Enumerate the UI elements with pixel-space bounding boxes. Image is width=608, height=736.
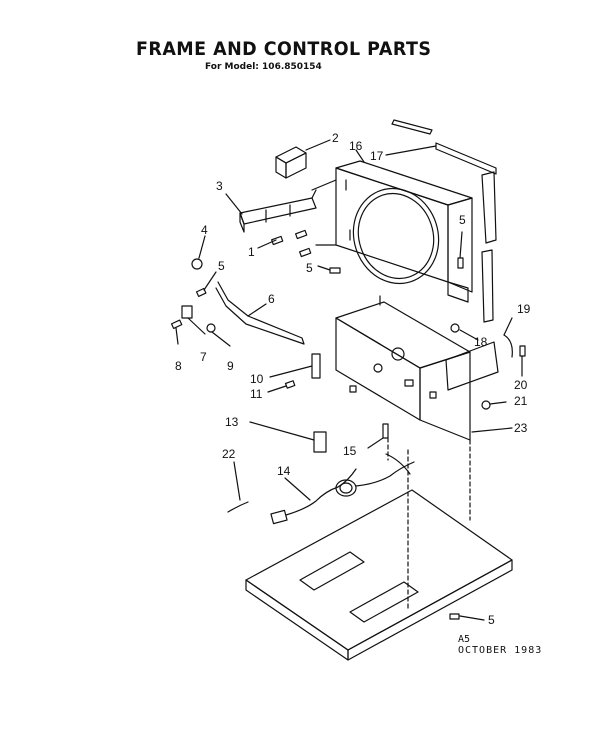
footer-date: OCTOBER 1983 [458,645,543,656]
callout-6: 6 [268,292,275,306]
callout-7: 7 [200,350,207,364]
base-pan [245,489,513,661]
model-subtitle: For Model: 106.850154 [205,62,322,72]
callout-20: 20 [514,378,528,392]
leader-lines [175,139,523,621]
callout-19: 19 [517,302,531,316]
page-title: FRAME AND CONTROL PARTS [136,38,432,60]
callout-labels: 2 3 4 1 5 5 6 8 7 9 10 11 13 15 16 17 5 … [175,131,531,627]
callout-14: 14 [277,464,291,478]
callout-5b: 5 [306,261,313,275]
callout-3: 3 [216,179,223,193]
callout-15: 15 [343,444,357,458]
callout-5c: 5 [459,213,466,227]
callout-16: 16 [349,139,363,153]
callout-5a: 5 [218,259,225,273]
part-23-control-chassis [335,295,499,441]
callout-21: 21 [514,394,528,408]
part-14-power-cord [270,453,415,525]
callout-18: 18 [474,335,488,349]
callout-1: 1 [248,245,255,259]
part-15-screw [382,423,389,439]
callout-23: 23 [514,421,528,435]
part-5-base-screw [449,613,460,620]
part-16-fan-shroud [311,160,473,303]
footer-code: A5 [458,634,471,645]
fasteners-group [170,229,464,333]
callout-11: 11 [250,387,263,401]
callout-10: 10 [250,372,264,386]
callout-13: 13 [225,415,239,429]
alignment-lines [387,437,471,611]
callout-9: 9 [227,359,234,373]
part-6-support-bracket [215,281,305,345]
part-17-insulation-strips [391,119,497,323]
part-22-wire [227,501,249,513]
callout-17: 17 [370,149,384,163]
part-2-bracket [275,146,307,179]
callout-4: 4 [201,223,208,237]
callout-8: 8 [175,359,182,373]
callout-5d: 5 [488,613,495,627]
callout-2: 2 [332,131,339,145]
part-3-mounting-bracket [239,189,317,233]
callout-22: 22 [222,447,236,461]
